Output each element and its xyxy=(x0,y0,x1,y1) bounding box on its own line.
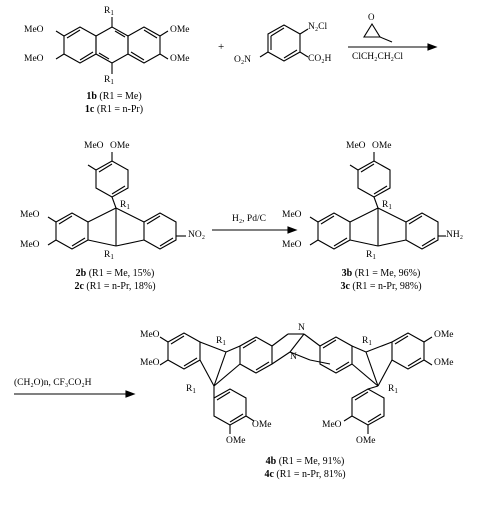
methoxy-label: MeO xyxy=(322,420,342,430)
methoxy-label: MeO xyxy=(282,210,302,220)
methoxy-label: OMe xyxy=(170,54,190,64)
anthracene-1-structure xyxy=(55,17,169,74)
methoxy-label: MeO xyxy=(20,210,40,220)
methoxy-label: OMe xyxy=(434,330,454,340)
nitro-label: O₂N xyxy=(234,55,252,65)
reagent-solvent: ClCH₂CH₂Cl xyxy=(352,52,403,62)
troger-base-4-structure xyxy=(159,332,433,434)
methoxy-label: MeO xyxy=(346,141,366,151)
amine-n-label: N xyxy=(290,352,297,362)
compound-1c-caption: 1c (R1 = n-Pr) xyxy=(84,104,144,115)
nitro-label: NO₂ xyxy=(188,230,206,240)
triptycene-2-structure xyxy=(47,152,186,250)
compound-4b-caption: 4b (R1 = Me, 91%) xyxy=(265,456,345,467)
triptycene-3-structure xyxy=(309,152,446,250)
diazonium-acid-structure xyxy=(259,24,309,62)
methoxy-label: OMe xyxy=(356,436,376,446)
carboxylic-acid-label: CO₂H xyxy=(308,54,332,64)
svg-text:O: O xyxy=(368,12,375,22)
reaction-arrow-2 xyxy=(212,226,298,234)
methoxy-label: MeO xyxy=(140,358,160,368)
methoxy-label: OMe xyxy=(110,141,130,151)
methoxy-label: MeO xyxy=(24,54,44,64)
methoxy-label: MeO xyxy=(140,330,160,340)
compound-2c-caption: 2c (R1 = n-Pr, 18%) xyxy=(74,281,156,292)
plus-sign: + xyxy=(218,41,225,53)
methoxy-label: OMe xyxy=(170,25,190,35)
substituent-r1: R1 xyxy=(362,336,372,347)
compound-2b-caption: 2b (R1 = Me, 15%) xyxy=(75,268,155,279)
methoxy-label: OMe xyxy=(372,141,392,151)
substituent-r1: R1 xyxy=(186,384,196,395)
substituent-r1: R1 xyxy=(120,200,130,211)
methoxy-label: MeO xyxy=(84,141,104,151)
reaction-arrow-3 xyxy=(14,390,136,398)
substituent-r1: R1 xyxy=(104,250,114,261)
reaction-arrow-1 xyxy=(348,43,438,51)
methoxy-label: OMe xyxy=(226,436,246,446)
methoxy-label: OMe xyxy=(434,358,454,368)
methoxy-label: MeO xyxy=(20,240,40,250)
reagent-troger-condensation: (CH₂O)n, CF₃CO₂H xyxy=(14,378,92,388)
compound-4c-caption: 4c (R1 = n-Pr, 81%) xyxy=(264,469,346,480)
amine-label: NH₂ xyxy=(446,230,464,240)
substituent-r1: R1 xyxy=(388,384,398,395)
substituent-r1: R1 xyxy=(216,336,226,347)
amine-n-label: N xyxy=(298,323,305,333)
compound-1b-caption: 1b (R1 = Me) xyxy=(86,91,142,102)
substituent-r1-top: R1 xyxy=(104,6,114,17)
compound-3b-caption: 3b (R1 = Me, 96%) xyxy=(341,268,421,279)
diazonium-label: N₂Cl xyxy=(308,22,328,32)
substituent-r1: R1 xyxy=(382,200,392,211)
methoxy-label: MeO xyxy=(282,240,302,250)
substituent-r1: R1 xyxy=(366,250,376,261)
substituent-r1-bottom: R1 xyxy=(104,75,114,86)
propylene-oxide-structure: O xyxy=(363,12,393,43)
reagent-hydrogenation: H₂, Pd/C xyxy=(232,214,266,224)
compound-3c-caption: 3c (R1 = n-Pr, 98%) xyxy=(340,281,422,292)
methoxy-label: OMe xyxy=(252,420,272,430)
methoxy-label: MeO xyxy=(24,25,44,35)
